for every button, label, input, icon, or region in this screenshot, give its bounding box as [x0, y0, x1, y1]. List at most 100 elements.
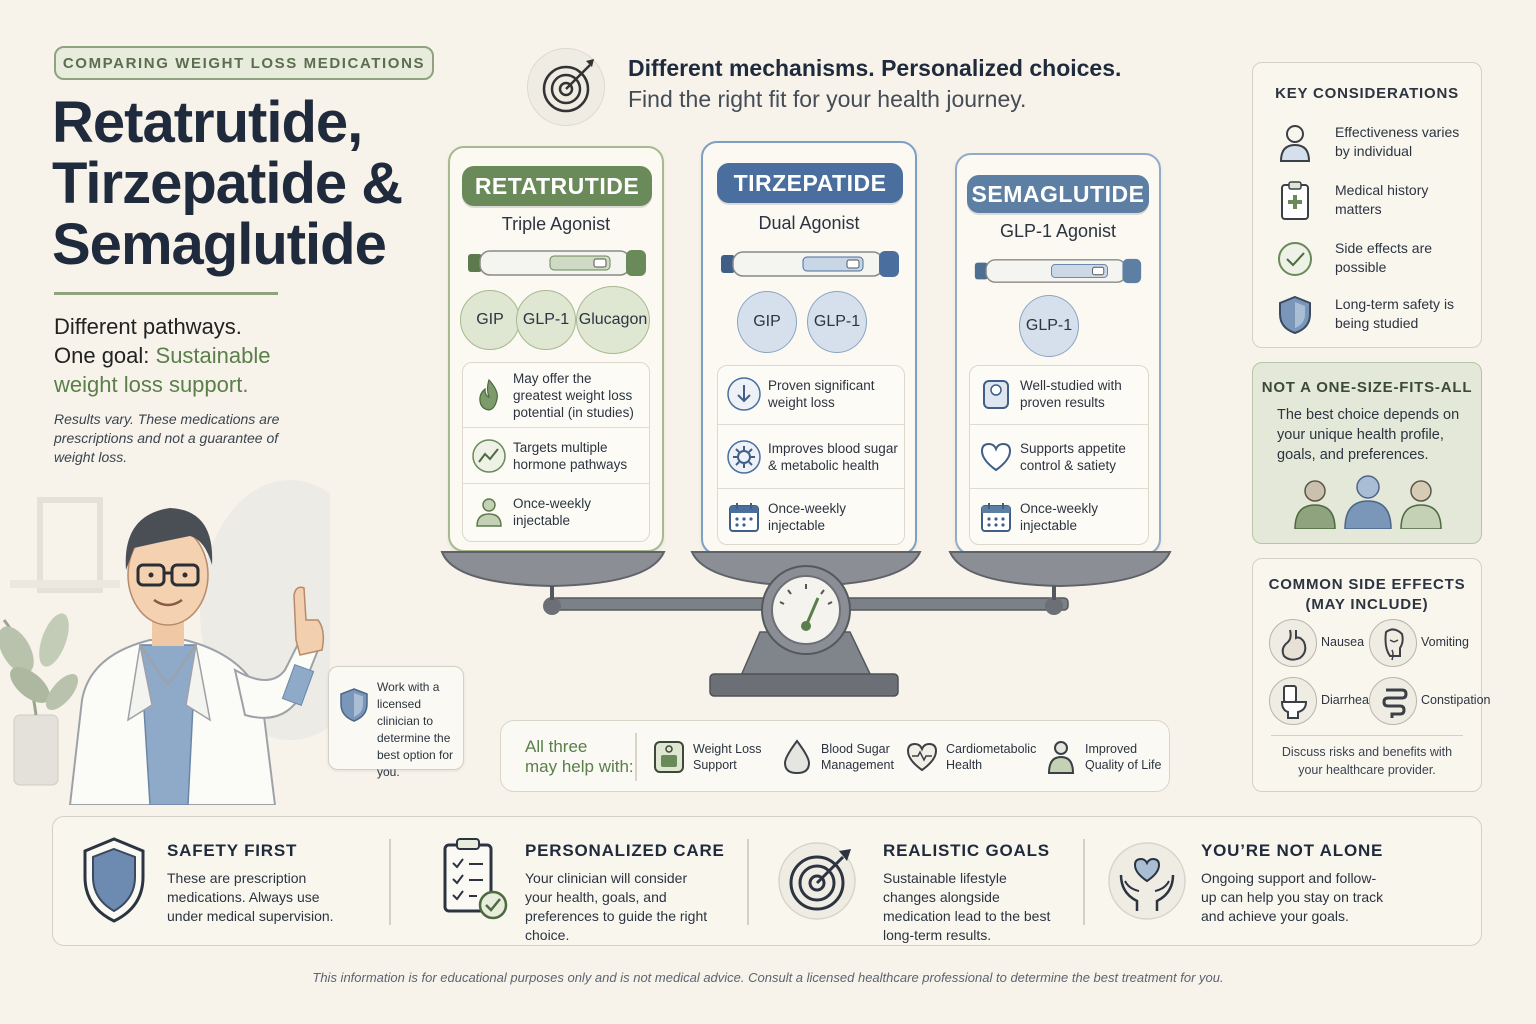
- feature-text: Proven significant weight loss: [768, 378, 875, 410]
- bottom-principles-strip: SAFETY FIRST These are prescription medi…: [52, 816, 1482, 946]
- scale-icon: [983, 380, 1009, 409]
- side-effect-text: Constipation: [1421, 693, 1491, 707]
- drug-subtitle: GLP-1 Agonist: [999, 221, 1117, 241]
- virus-icon: [727, 440, 761, 474]
- drug-name-tirzepatide: TIRZEPATIDE: [717, 163, 903, 203]
- side-effect-item: Diarrhea: [1269, 677, 1379, 727]
- pathways-goal-prefix: One goal:: [54, 343, 156, 368]
- pathways-goal-highlight: Sustainable: [155, 343, 271, 368]
- principle-safety-first: SAFETY FIRST These are prescription medi…: [79, 817, 379, 947]
- consideration-text: Side effects are possible: [1335, 240, 1433, 275]
- intestine-icon: [1369, 677, 1417, 725]
- receptor-glp1: GLP-1: [807, 291, 867, 353]
- calendar-icon: [729, 503, 759, 532]
- feature-text: Improves blood sugar & metabolic health: [768, 441, 898, 473]
- benefit-item: Improved Quality of Life: [1045, 735, 1171, 779]
- feature-item: Well-studied with proven results: [970, 366, 1148, 422]
- title-line-semaglutide: Semaglutide: [52, 212, 387, 277]
- droplet-icon: [783, 739, 811, 775]
- results-disclaimer: Results vary. These medications are pres…: [54, 411, 280, 465]
- title-line-retatrutide: Retatrutide,: [52, 90, 363, 155]
- shared-benefits-label-line-1: All three: [525, 737, 588, 756]
- callout-text: Work with a licensed clinician to determ…: [377, 680, 454, 779]
- consideration-item: Effectiveness varies by individual: [1277, 119, 1477, 171]
- person-icon: [1047, 741, 1075, 774]
- arrow-down-icon: [727, 377, 761, 411]
- title-divider: [54, 292, 278, 295]
- not-one-size-text: The best choice depends on your unique h…: [1277, 407, 1460, 463]
- side-effect-text: Diarrhea: [1321, 693, 1369, 707]
- feature-text: Targets multiple hormone pathways: [513, 440, 628, 472]
- header-line-1: Different mechanisms. Personalized choic…: [628, 55, 1122, 81]
- shared-benefits-label-line-2: may help with:: [525, 757, 634, 776]
- plant-icon: [0, 613, 79, 786]
- consideration-item: Medical history matters: [1277, 177, 1477, 229]
- consideration-text: Medical history matters: [1335, 182, 1429, 217]
- principle-text: Sustainable lifestyle changes alongside …: [883, 870, 1051, 943]
- feature-item: Once-weekly injectable: [970, 488, 1148, 544]
- injection-pen-icon: [974, 258, 1142, 284]
- side-effect-item: Vomiting: [1369, 619, 1479, 669]
- vomiting-face-icon: [1369, 619, 1417, 667]
- target-icon: [542, 59, 594, 113]
- toilet-icon: [1269, 677, 1317, 725]
- pathways-tagline: Different pathways. One goal: Sustainabl…: [54, 312, 384, 399]
- feature-list: Proven significant weight loss Improves …: [717, 365, 905, 545]
- divider: [635, 733, 637, 781]
- pathways-line-3: weight loss support.: [54, 372, 249, 397]
- pathways-line-2: One goal: Sustainable: [54, 341, 384, 370]
- not-one-size-panel: NOT A ONE-SIZE-FITS-ALL The best choice …: [1252, 362, 1482, 544]
- person-icon: [476, 498, 502, 527]
- stomach-icon: [1269, 619, 1317, 667]
- doctor-illustration: [0, 480, 330, 805]
- page-title: Retatrutide, Tirzepatide & Semaglutide: [52, 92, 432, 275]
- feature-list: Well-studied with proven results Support…: [969, 365, 1149, 545]
- shield-icon: [83, 837, 145, 923]
- divider: [1271, 735, 1463, 736]
- principle-text: Your clinician will consider your health…: [525, 870, 708, 943]
- feature-text: Once-weekly injectable: [513, 496, 592, 528]
- people-group-icon: [1294, 475, 1442, 529]
- divider: [747, 839, 749, 925]
- shield-icon: [1279, 295, 1311, 335]
- feature-text: May offer the greatest weight loss poten…: [513, 370, 634, 420]
- feature-text: Well-studied with proven results: [1020, 378, 1122, 410]
- side-effect-text: Nausea: [1321, 635, 1365, 649]
- drug-name-semaglutide: SEMAGLUTIDE: [967, 175, 1149, 213]
- check-circle-icon: [1278, 242, 1312, 276]
- divider: [389, 839, 391, 925]
- side-effect-text: Vomiting: [1421, 635, 1469, 649]
- drug-subtitle: Triple Agonist: [501, 214, 611, 234]
- receptor-gip: GIP: [460, 290, 520, 350]
- key-considerations-panel: KEY CONSIDERATIONS Effectiveness varies …: [1252, 62, 1482, 348]
- feature-item: May offer the greatest weight loss poten…: [463, 363, 649, 427]
- benefit-item: Cardiometabolic Health: [906, 735, 1036, 779]
- feature-text: Once-weekly injectable: [768, 501, 847, 533]
- target-icon: [778, 842, 856, 920]
- injection-pen-icon: [468, 250, 646, 276]
- benefit-text: Cardiometabolic Health: [946, 742, 1037, 772]
- drug-subtitle: Dual Agonist: [758, 213, 860, 233]
- side-effects-footer: Discuss risks and benefits with your hea…: [1281, 745, 1453, 777]
- title-line-tirzepatide: Tirzepatide &: [52, 151, 403, 216]
- principle-not-alone: YOU’RE NOT ALONE Ongoing support and fol…: [1107, 817, 1447, 947]
- consideration-item: Side effects are possible: [1277, 235, 1477, 287]
- feature-item: Proven significant weight loss: [718, 366, 904, 422]
- principle-title: SAFETY FIRST: [167, 841, 298, 860]
- principle-title: PERSONALIZED CARE: [525, 841, 725, 860]
- heart-icon: [906, 742, 938, 772]
- drug-name-retatrutide: RETATRUTIDE: [462, 166, 652, 206]
- side-effect-item: Constipation: [1369, 677, 1491, 727]
- injection-pen-icon: [721, 251, 899, 277]
- side-effects-title-line-2: (MAY INCLUDE): [1305, 596, 1429, 613]
- benefit-text: Weight Loss Support: [693, 742, 762, 772]
- principle-text: Ongoing support and follow-up can help y…: [1201, 870, 1384, 924]
- shared-benefits-strip: All three may help with: Weight Loss Sup…: [500, 720, 1170, 792]
- feature-item: Once-weekly injectable: [718, 488, 904, 544]
- shared-benefits-label: All three may help with:: [525, 737, 635, 777]
- benefit-item: Blood Sugar Management: [781, 735, 901, 779]
- feature-item: Supports appetite control & satiety: [970, 424, 1148, 488]
- consideration-item: Long-term safety is being studied: [1277, 291, 1477, 343]
- card-retatrutide: RETATRUTIDE Triple Agonist GIP GLP-1 Glu…: [448, 146, 664, 552]
- medical-disclaimer-footnote: This information is for educational purp…: [312, 970, 1224, 985]
